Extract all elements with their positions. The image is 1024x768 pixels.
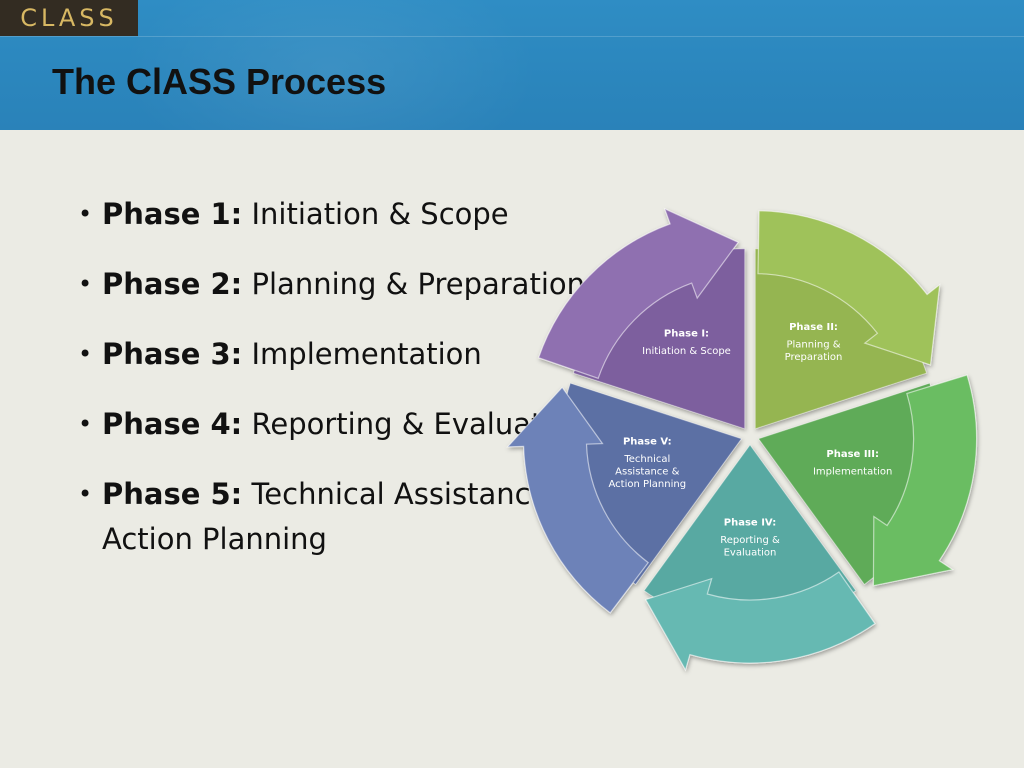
bullet-label: Phase 5: (102, 477, 243, 511)
header-sheen (120, 0, 540, 130)
bullet-phase-2: • Phase 2: Planning & Preparation (78, 262, 598, 307)
phase-3-line-1: Implementation (813, 467, 892, 478)
segment-phase-3: Phase III: Implementation (757, 374, 978, 587)
phase-4-line-2: Evaluation (724, 548, 777, 559)
phase-2-line-2: Preparation (785, 352, 843, 363)
phase-5-title: Phase V: (623, 437, 672, 448)
bullet-dot: • (78, 200, 93, 228)
bullet-label: Phase 4: (102, 407, 243, 441)
phase-4-line-1: Reporting & (720, 535, 780, 546)
phase-5-line-1: Technical (623, 454, 670, 465)
bullet-dot: • (78, 410, 93, 438)
phase-2-title: Phase II: (789, 322, 838, 333)
segment-phase-2: Phase II: Planning &Preparation (754, 210, 941, 430)
bullet-text: Technical Assistance & Action Planning (102, 477, 581, 556)
header-rule (0, 36, 1024, 37)
bullet-dot: • (78, 270, 93, 298)
header-banner: CLASS The ClASS Process (0, 0, 1024, 130)
phase-3-arrow (872, 374, 978, 587)
phase-4-arrow (644, 571, 876, 672)
segment-phase-1: Phase I: Initiation & Scope (537, 207, 746, 430)
logo-text: CLASS (20, 4, 118, 32)
bullet-label: Phase 2: (102, 267, 243, 301)
phase-5-line-3: Action Planning (609, 479, 687, 490)
phase-2-arrow (757, 210, 941, 366)
bullet-label: Phase 1: (102, 197, 243, 231)
phase-bullet-list: • Phase 1: Initiation & Scope • Phase 2: P… (78, 192, 598, 562)
phase-1-title: Phase I: (664, 328, 709, 339)
bullet-phase-5: • Phase 5: Technical Assistance & Action … (78, 472, 598, 562)
bullet-dot: • (78, 480, 93, 508)
bullet-text: Implementation (242, 337, 482, 371)
phase-5-line-2: Assistance & (615, 467, 679, 478)
bullet-phase-3: • Phase 3: Implementation (78, 332, 598, 377)
phase-1-line-1: Initiation & Scope (642, 346, 731, 357)
bullet-phase-1: • Phase 1: Initiation & Scope (78, 192, 598, 237)
logo: CLASS (0, 0, 138, 36)
phase-1-arrow (537, 207, 740, 380)
segment-phase-4: Phase IV: Reporting & Evaluation (643, 444, 876, 672)
bullet-label: Phase 3: (102, 337, 243, 371)
bullet-dot: • (78, 340, 93, 368)
slide-title: The ClASS Process (52, 61, 387, 102)
phase-5-arrow (506, 386, 650, 614)
phase-4-title: Phase IV: (724, 518, 776, 529)
bullet-text: Planning & Preparation (242, 267, 585, 301)
phase-3-title: Phase III: (826, 449, 879, 460)
phase-2-line-1: Planning & (786, 340, 840, 351)
bullet-text: Initiation & Scope (242, 197, 509, 231)
